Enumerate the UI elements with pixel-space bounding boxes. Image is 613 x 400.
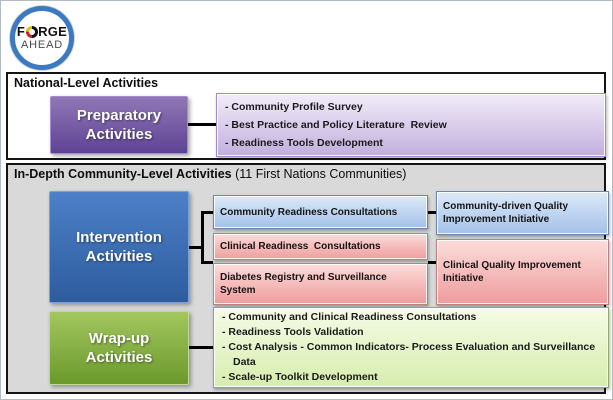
community-section-title-bold: In-Depth Community-Level Activities: [14, 167, 232, 181]
logo-forge-start: F: [16, 23, 26, 39]
connector-clinical-quality: [428, 261, 436, 264]
list-item: - Cost Analysis - Common Indicators- Pro…: [222, 341, 598, 368]
national-level-section: National-Level Activities Preparatory Ac…: [6, 72, 606, 160]
intervention-activities-label: Intervention Activities: [76, 229, 162, 265]
community-section-title-note: (11 First Nations Communities): [235, 167, 407, 181]
list-item: - Readiness Tools Development: [225, 137, 383, 149]
wrapup-activities-list: - Community and Clinical Readiness Consu…: [213, 307, 609, 388]
list-item: - Community and Clinical Readiness Consu…: [222, 311, 477, 323]
clinical-readiness-consultations-box: Clinical Readiness Consultations: [213, 233, 428, 260]
logo-o-icon: [25, 25, 38, 38]
clinical-quality-box: Clinical Quality Improvement Initiative: [436, 239, 609, 305]
diabetes-registry-box: Diabetes Registry and Surveillance Syste…: [213, 263, 428, 305]
logo-forge-rest: RGE: [38, 23, 68, 39]
community-driven-quality-box: Community-driven Quality Improvement Ini…: [436, 191, 609, 235]
list-item: - Scale-up Toolkit Development: [222, 371, 378, 383]
connector-community-quality: [428, 211, 436, 214]
connector-wrapup: [189, 346, 213, 349]
clinical-quality-label: Clinical Quality Improvement Initiative: [443, 260, 584, 284]
wrapup-activities-box: Wrap-up Activities: [49, 311, 189, 385]
diabetes-registry-label: Diabetes Registry and Surveillance Syste…: [220, 272, 390, 296]
national-activities-list: - Community Profile Survey - Best Practi…: [216, 93, 606, 157]
preparatory-activities-box: Preparatory Activities: [50, 96, 188, 154]
community-readiness-consultations-label: Community Readiness Consultations: [220, 206, 398, 218]
connector-intervention-stem: [189, 246, 203, 249]
wrapup-activities-label: Wrap-up Activities: [85, 330, 153, 366]
connector-intervention-bracket: [201, 211, 204, 264]
preparatory-activities-label: Preparatory Activities: [76, 107, 162, 143]
community-section-title: In-Depth Community-Level Activities (11 …: [14, 167, 406, 181]
list-item: - Community Profile Survey: [225, 101, 363, 113]
community-driven-quality-label: Community-driven Quality Improvement Ini…: [443, 201, 571, 225]
logo-ahead-text: AHEAD: [21, 38, 63, 51]
connector-preparatory: [188, 123, 216, 126]
logo-forge-text: F RGE: [16, 23, 68, 39]
forge-ahead-logo: F RGE AHEAD: [10, 6, 74, 70]
community-readiness-consultations-box: Community Readiness Consultations: [213, 195, 428, 229]
connector-to-community-readiness: [201, 211, 213, 214]
clinical-readiness-consultations-label: Clinical Readiness Consultations: [220, 241, 381, 252]
list-item: - Best Practice and Policy Literature Re…: [225, 119, 447, 131]
list-item: - Readiness Tools Validation: [222, 326, 364, 338]
intervention-activities-box: Intervention Activities: [49, 191, 189, 303]
national-section-title: National-Level Activities: [14, 76, 159, 90]
connector-to-clinical-row: [201, 261, 213, 264]
community-level-section: In-Depth Community-Level Activities (11 …: [6, 163, 609, 394]
